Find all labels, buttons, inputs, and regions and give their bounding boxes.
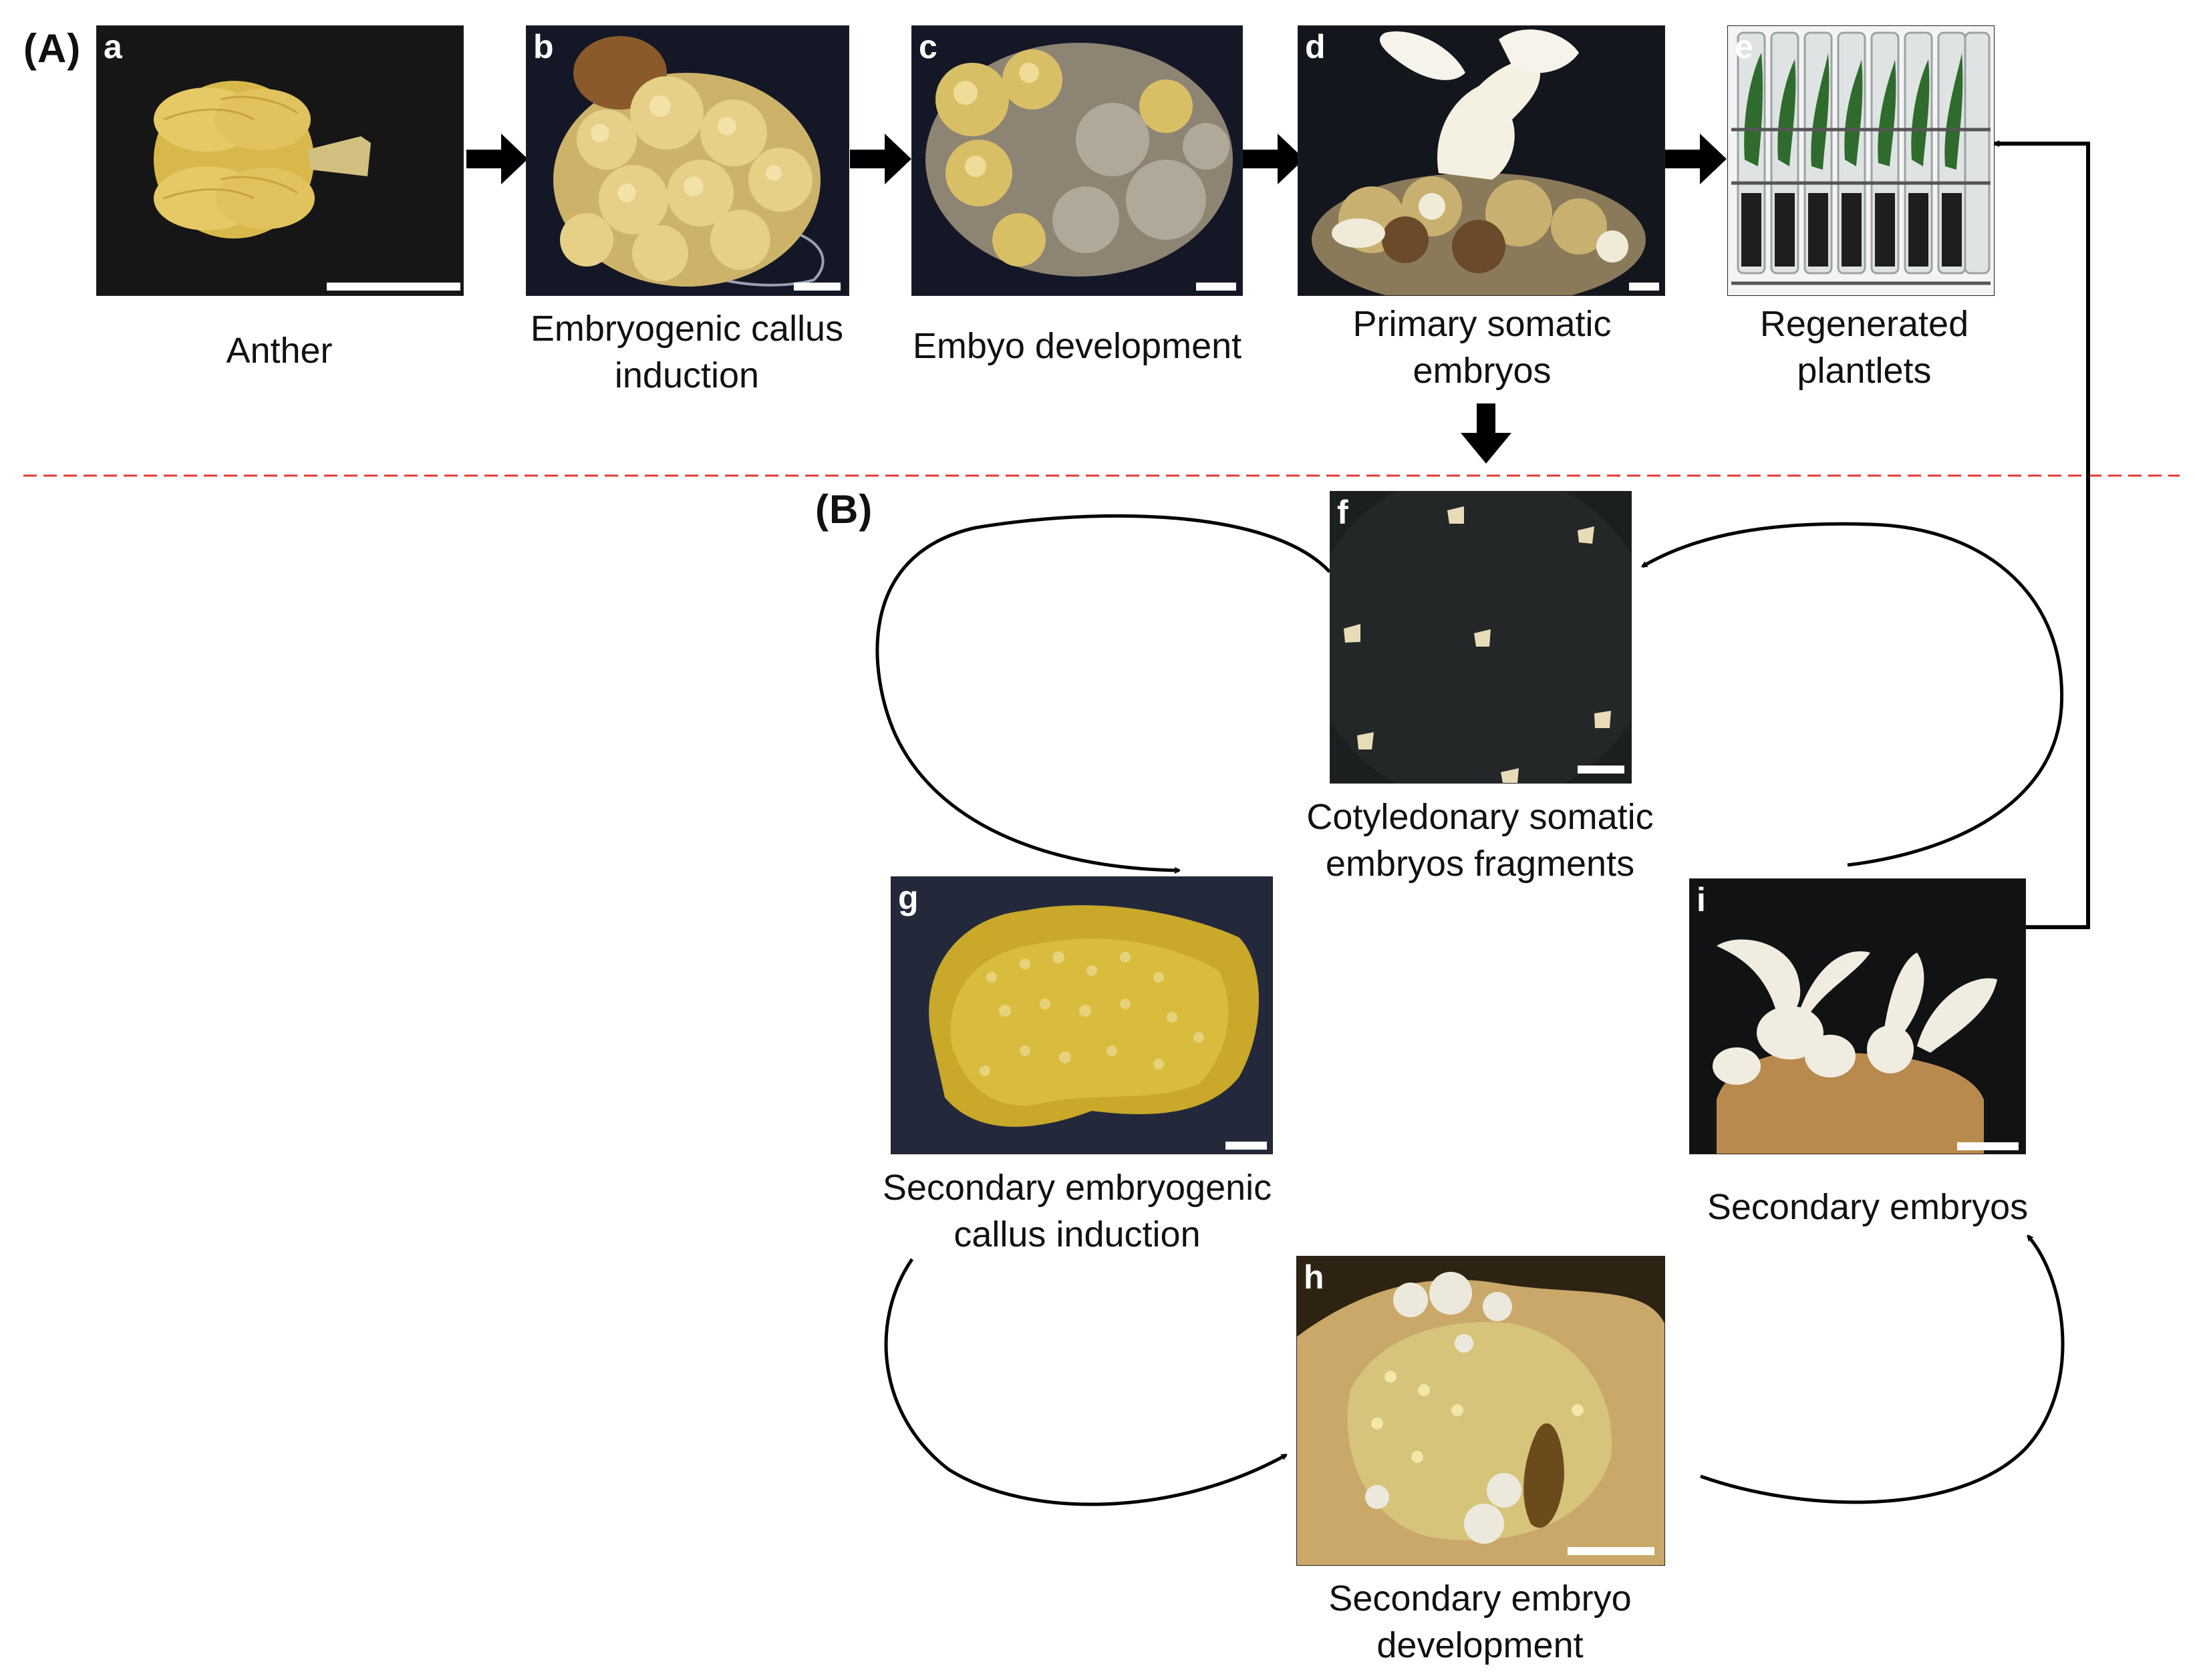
- caption-line: Secondary embryos: [1707, 1187, 2029, 1227]
- scale-bar-h: [1568, 1547, 1654, 1555]
- arrow-d-to-f: [1461, 403, 1511, 464]
- caption-line: Regenerated: [1759, 304, 1969, 344]
- arrow-h-to-i: [1700, 1236, 2065, 1504]
- scale-bar-c: [1196, 283, 1236, 291]
- arrow-d-to-e: [1665, 134, 1727, 184]
- panel-letter-d: d: [1305, 28, 1326, 65]
- section-label-a: (A): [23, 26, 82, 71]
- arrow-a-to-b: [466, 134, 528, 184]
- panel-letter-h: h: [1304, 1258, 1324, 1296]
- photo-secondary-embryos: i: [1689, 878, 2026, 1154]
- primary-embryos-illustration: [1298, 26, 1664, 295]
- caption-line: Embyo development: [912, 326, 1242, 366]
- caption-line: Anther: [226, 331, 333, 371]
- scale-bar-d: [1629, 283, 1659, 291]
- panel-letter-i: i: [1697, 881, 1706, 918]
- photo-embryo-development: c: [911, 25, 1243, 296]
- arrow-b-to-c: [850, 134, 911, 184]
- arrow-f-to-g: [875, 514, 1331, 870]
- caption-line: Embryogenic callus: [530, 309, 844, 349]
- scale-bar-f: [1578, 766, 1624, 774]
- secondary-embryos-illustration: [1690, 879, 2025, 1154]
- anther-illustration: [97, 26, 463, 295]
- caption-line: Secondary embryo: [1328, 1578, 1632, 1619]
- scale-bar-g: [1225, 1142, 1267, 1150]
- photo-primary-somatic-embryos: d: [1298, 25, 1665, 296]
- caption-line: Cotyledonary somatic: [1306, 797, 1654, 837]
- panel-letter-b: b: [533, 28, 554, 65]
- caption-secondary-embryo-development: Secondary embryo development: [1280, 1575, 1680, 1669]
- caption-line: development: [1376, 1625, 1584, 1665]
- panel-letter-f: f: [1337, 494, 1348, 531]
- scale-bar-a: [327, 283, 460, 291]
- arrow-i-to-e: [1995, 144, 2090, 929]
- arrow-i-to-f: [1642, 522, 2064, 867]
- caption-line: embryos: [1413, 351, 1552, 391]
- embryo-development-illustration: [912, 26, 1242, 295]
- secondary-development-illustration: [1297, 1256, 1664, 1565]
- caption-secondary-embryos: Secondary embryos: [1667, 1184, 2068, 1230]
- caption-embryo-development: Embyo development: [877, 323, 1278, 369]
- scale-bar-b: [794, 283, 841, 291]
- photo-regenerated-plantlets: e: [1727, 25, 1995, 296]
- photo-anther: a: [96, 25, 464, 296]
- caption-embryogenic-callus: Embryogenic callus induction: [486, 305, 887, 399]
- caption-secondary-callus: Secondary embryogenic callus induction: [877, 1164, 1278, 1258]
- plantlets-illustration: [1728, 26, 1994, 295]
- secondary-callus-illustration: [891, 877, 1272, 1154]
- photo-embryogenic-callus: b: [526, 25, 849, 296]
- caption-primary-somatic-embryos: Primary somatic embryos: [1282, 301, 1682, 394]
- panel-letter-a: a: [104, 28, 122, 65]
- caption-line: plantlets: [1797, 351, 1932, 391]
- caption-line: callus induction: [954, 1214, 1201, 1254]
- arrow-c-to-d: [1243, 134, 1304, 184]
- caption-regenerated-plantlets: Regenerated plantlets: [1664, 301, 2065, 394]
- arrow-g-to-h: [884, 1258, 1286, 1506]
- panel-letter-c: c: [919, 28, 937, 65]
- section-label-b: (B): [815, 487, 873, 532]
- scale-bar-i: [1957, 1142, 2019, 1150]
- panel-letter-e: e: [1735, 28, 1753, 65]
- fragments-illustration: [1330, 492, 1631, 783]
- caption-cotyledonary-fragments: Cotyledonary somatic embryos fragments: [1280, 794, 1680, 887]
- caption-line: Secondary embryogenic: [882, 1168, 1272, 1208]
- photo-secondary-embryo-development: h: [1296, 1256, 1665, 1566]
- caption-line: embryos fragments: [1325, 844, 1635, 884]
- panel-letter-g: g: [898, 879, 919, 916]
- photo-secondary-callus: g: [891, 876, 1273, 1154]
- caption-line: Primary somatic: [1352, 304, 1612, 344]
- caption-anther: Anther: [146, 327, 413, 374]
- caption-line: induction: [614, 355, 760, 395]
- photo-cotyledonary-fragments: f: [1330, 491, 1632, 784]
- callus-illustration: [527, 26, 849, 295]
